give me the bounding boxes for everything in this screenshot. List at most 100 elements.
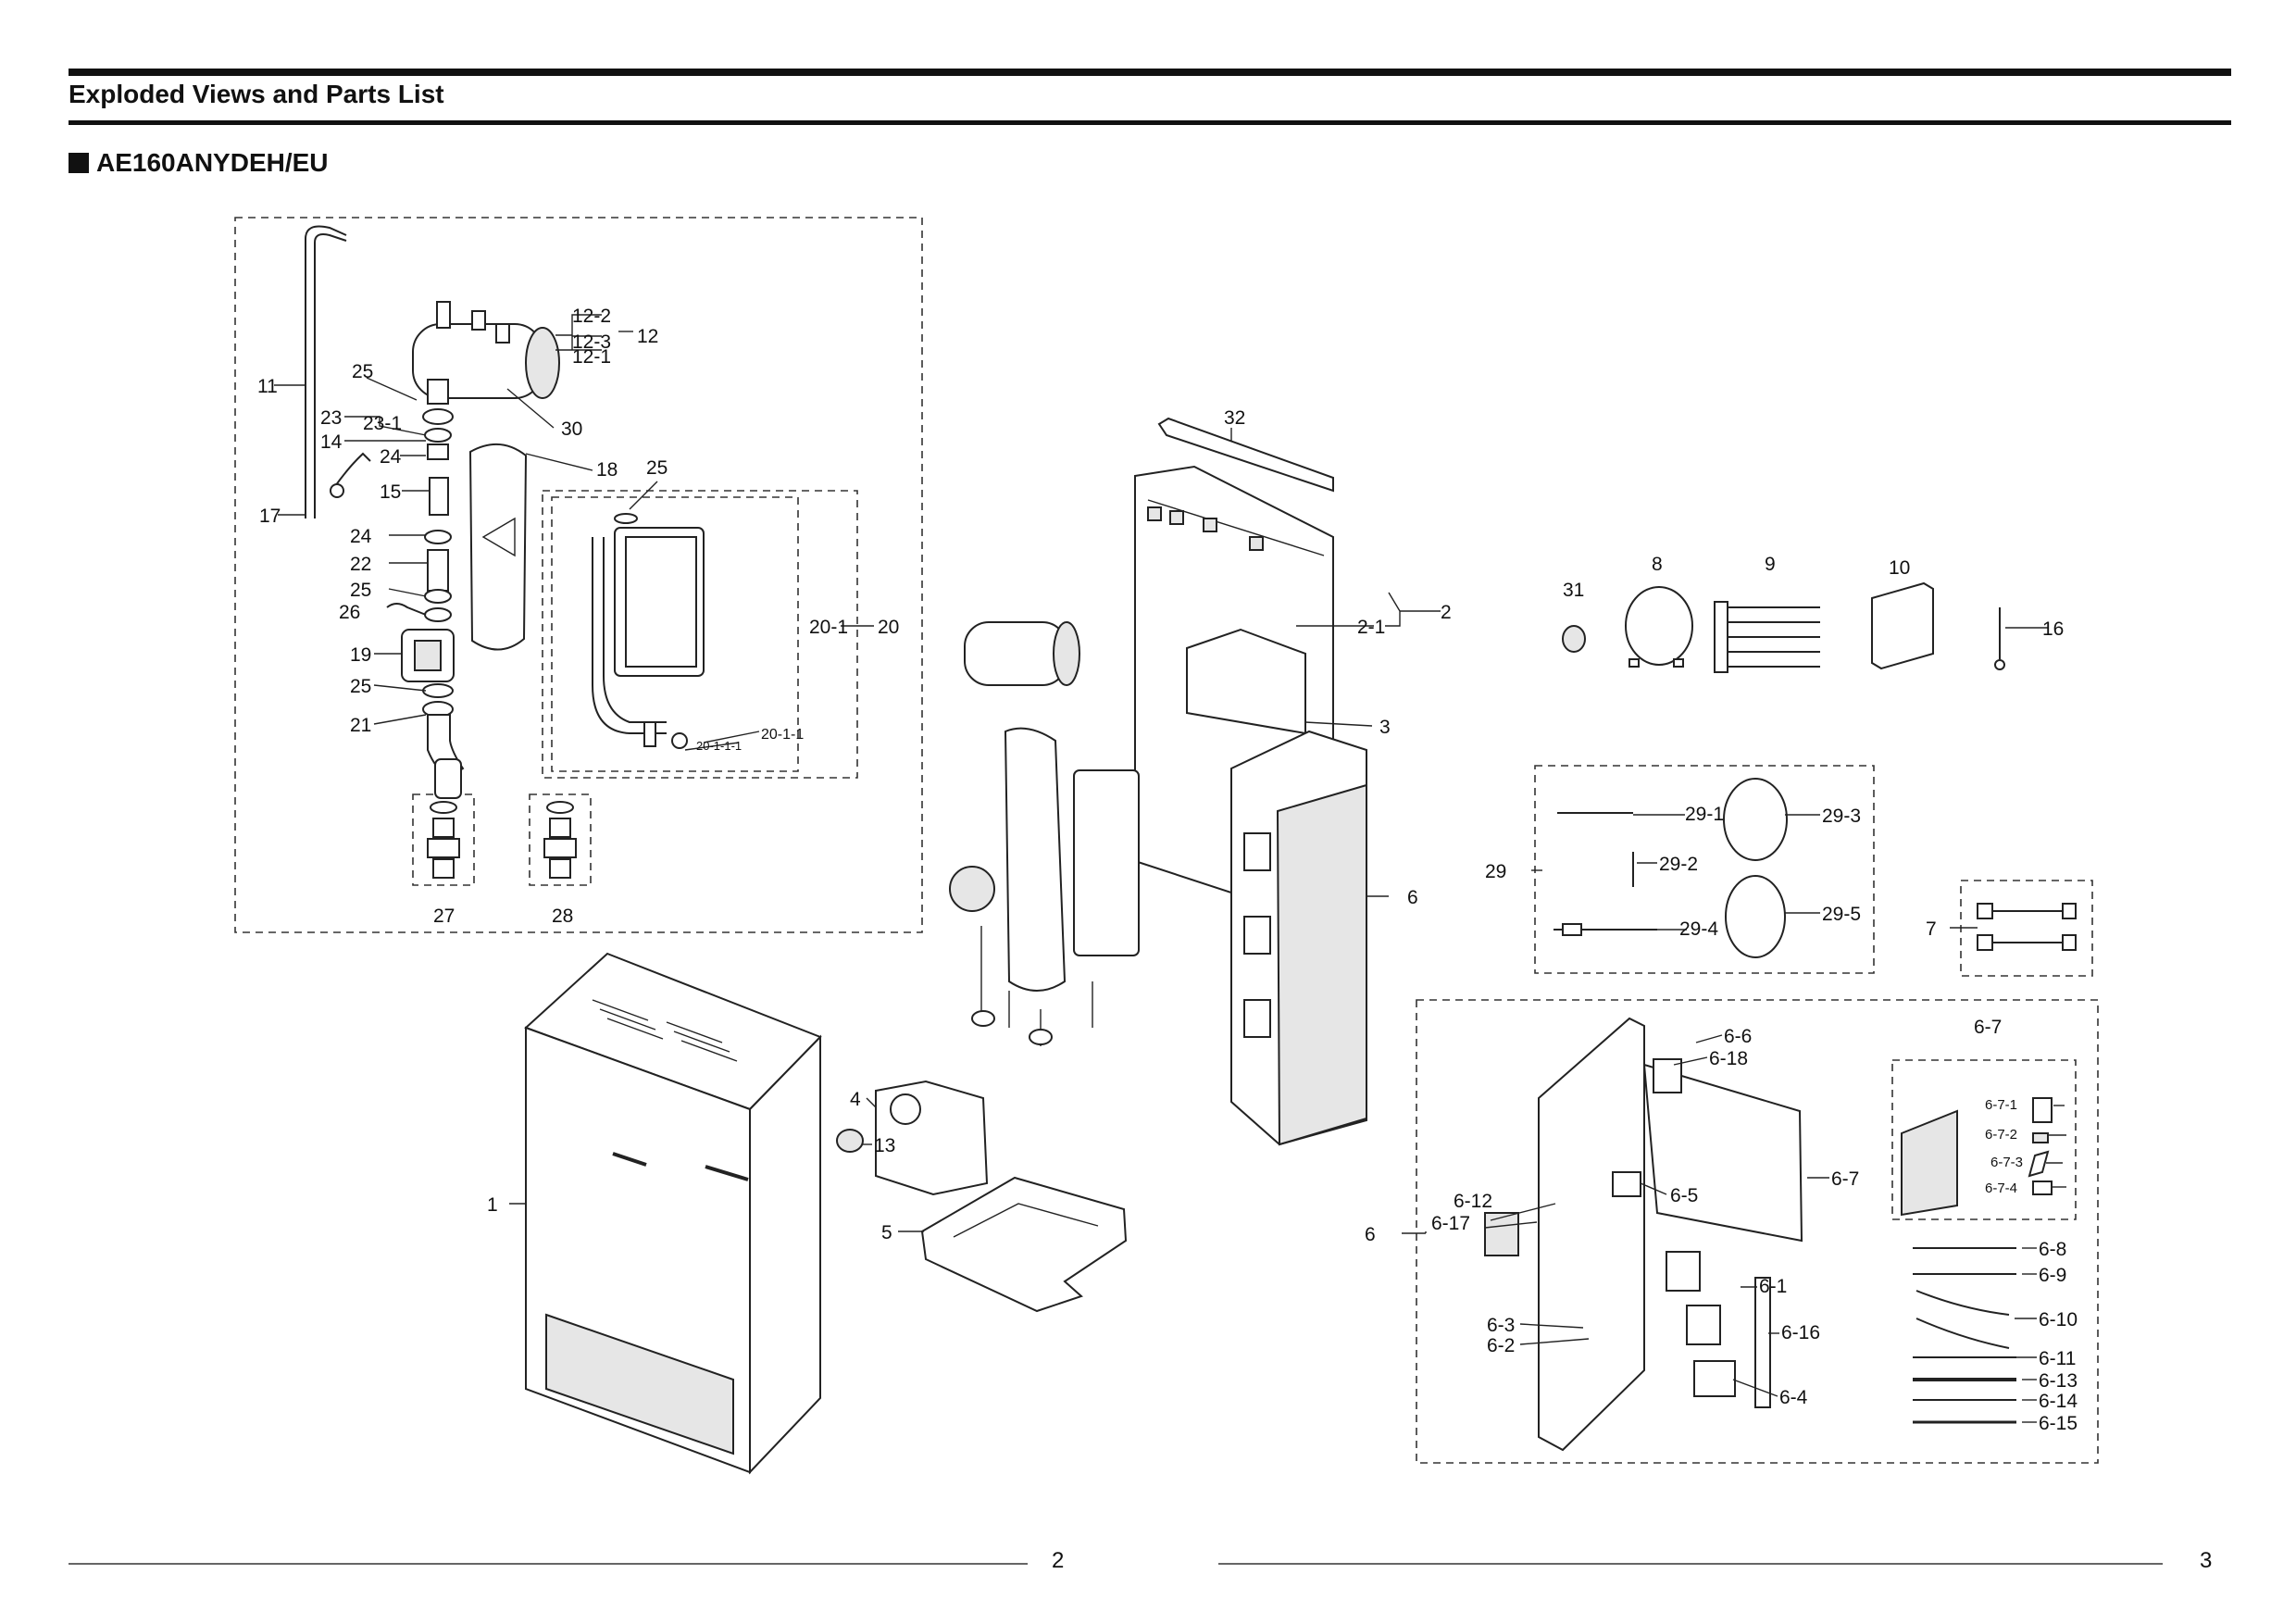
control-box-detail bbox=[1484, 1017, 1803, 1452]
model-name: AE160ANYDEH/EU bbox=[96, 148, 329, 177]
callout-15: 15 bbox=[380, 481, 401, 503]
callout-6-5: 6-5 bbox=[1670, 1185, 1698, 1206]
callout-6-8: 6-8 bbox=[2039, 1239, 2066, 1260]
callout-12-2: 12-2 bbox=[572, 306, 611, 327]
callout-6-7: 6-7 bbox=[1831, 1168, 1859, 1190]
page-title: Exploded Views and Parts List bbox=[69, 80, 444, 108]
callout-11: 11 bbox=[257, 376, 278, 397]
callout-29-3: 29-3 bbox=[1822, 806, 1861, 827]
callout-6-6: 6-6 bbox=[1724, 1026, 1752, 1047]
callout-8: 8 bbox=[1652, 554, 1663, 575]
callout-9: 9 bbox=[1765, 554, 1776, 575]
callout-32: 32 bbox=[1224, 407, 1245, 429]
page-number-right: 3 bbox=[2200, 1548, 2213, 1573]
sensor-16 bbox=[1994, 607, 2005, 670]
callout-31: 31 bbox=[1563, 580, 1584, 601]
callout-20-1-1-1: 20-1-1-1 bbox=[696, 739, 742, 753]
callout-6-10: 6-10 bbox=[2039, 1309, 2078, 1330]
footer-rule-right bbox=[1218, 1563, 2163, 1565]
callout-29: 29 bbox=[1485, 861, 1506, 882]
callout-21: 21 bbox=[350, 715, 371, 736]
partition-3 bbox=[1186, 628, 1306, 735]
valve-28 bbox=[543, 801, 577, 879]
leader-lines bbox=[274, 314, 2066, 1423]
cable-8 bbox=[1625, 586, 1693, 668]
pipe-21 bbox=[422, 701, 465, 799]
part-31 bbox=[1562, 625, 1586, 653]
callout-7: 7 bbox=[1926, 918, 1937, 940]
callout-6-3: 6-3 bbox=[1487, 1315, 1515, 1336]
callout-12-1: 12-1 bbox=[572, 346, 611, 368]
callout-6-15: 6-15 bbox=[2039, 1413, 2078, 1434]
callout-22: 22 bbox=[350, 554, 371, 575]
callout-6-9: 6-9 bbox=[2039, 1265, 2066, 1286]
grommet-13 bbox=[836, 1129, 864, 1153]
callout-29-2: 29-2 bbox=[1659, 854, 1698, 875]
footer-rule-left bbox=[69, 1563, 1028, 1565]
front-cabinet-1 bbox=[524, 952, 822, 1475]
bullet-square-icon bbox=[69, 153, 89, 173]
callout-6-18: 6-18 bbox=[1709, 1048, 1748, 1069]
callout-6-1: 6-1 bbox=[1759, 1276, 1787, 1297]
harness-9 bbox=[1714, 601, 1820, 673]
bracket-32 bbox=[1157, 417, 1334, 493]
callout-25-low: 25 bbox=[350, 676, 371, 697]
callout-28: 28 bbox=[552, 906, 573, 927]
callout-6-4: 6-4 bbox=[1779, 1387, 1808, 1408]
callout-6-13: 6-13 bbox=[2039, 1370, 2078, 1392]
callout-2: 2 bbox=[1441, 602, 1452, 623]
callout-23-1: 23-1 bbox=[363, 413, 402, 434]
header-top-rule bbox=[69, 69, 2231, 76]
callout-26: 26 bbox=[339, 602, 360, 623]
callout-24-upper: 24 bbox=[380, 446, 402, 468]
callout-25-phe: 25 bbox=[646, 457, 668, 479]
valve-27 bbox=[427, 801, 460, 879]
callout-27: 27 bbox=[433, 906, 455, 927]
callout-6-11: 6-11 bbox=[2039, 1348, 2076, 1369]
wires-29 bbox=[1554, 778, 1788, 958]
plate-heat-exchanger-inner-box bbox=[551, 496, 799, 772]
callout-12: 12 bbox=[637, 326, 658, 347]
cable-set-6-8-to-6-15 bbox=[1913, 1247, 2016, 1424]
callout-25-mid: 25 bbox=[350, 580, 371, 601]
callout-23: 23 bbox=[320, 407, 342, 429]
control-box-6-detail bbox=[1416, 999, 2099, 1464]
callout-20-1: 20-1 bbox=[809, 617, 848, 638]
pipe-11 bbox=[305, 225, 347, 518]
callout-6-main: 6 bbox=[1407, 887, 1418, 908]
drain-hose-17 bbox=[330, 452, 371, 498]
callout-6-7-3: 6-7-3 bbox=[1990, 1155, 2023, 1170]
callout-6-17: 6-17 bbox=[1431, 1213, 1470, 1234]
plate-heat-exchanger-20 bbox=[592, 513, 705, 749]
callout-labels: 12-2 12-3 12-1 12 11 25 30 23 23-1 14 24… bbox=[257, 306, 2078, 1434]
sensor-26 bbox=[386, 603, 427, 616]
callout-12-3: 12-3 bbox=[572, 331, 611, 353]
pcb-6-7 bbox=[1901, 1097, 2053, 1217]
callout-20: 20 bbox=[878, 617, 899, 638]
callout-29-1: 29-1 bbox=[1685, 804, 1724, 825]
callout-25-top: 25 bbox=[352, 361, 373, 382]
cover-4 bbox=[875, 1080, 989, 1196]
callout-18: 18 bbox=[596, 459, 618, 481]
drain-pan-5 bbox=[920, 1176, 1128, 1313]
water-pump-19 bbox=[401, 629, 455, 698]
plate-heat-exchanger-outer-box bbox=[542, 490, 858, 779]
callout-6-7-top: 6-7 bbox=[1974, 1017, 2002, 1038]
expansion-vessel-18 bbox=[468, 443, 528, 651]
controller-10 bbox=[1871, 581, 1934, 670]
cable-7-box bbox=[1960, 880, 2093, 977]
callout-6-14: 6-14 bbox=[2039, 1391, 2078, 1412]
cables-7 bbox=[1977, 903, 2077, 951]
callout-6-7-2: 6-7-2 bbox=[1985, 1127, 2017, 1143]
callout-16: 16 bbox=[2042, 618, 2064, 640]
callout-3: 3 bbox=[1379, 717, 1391, 738]
wiring-29-box bbox=[1534, 765, 1875, 974]
callout-20-1-1: 20-1-1 bbox=[761, 727, 804, 743]
callout-30: 30 bbox=[561, 418, 582, 440]
callout-29-5: 29-5 bbox=[1822, 904, 1861, 925]
valve-28-box bbox=[529, 793, 592, 886]
callout-5: 5 bbox=[881, 1222, 892, 1243]
callout-4: 4 bbox=[850, 1089, 861, 1110]
callout-6-2: 6-2 bbox=[1487, 1335, 1515, 1356]
